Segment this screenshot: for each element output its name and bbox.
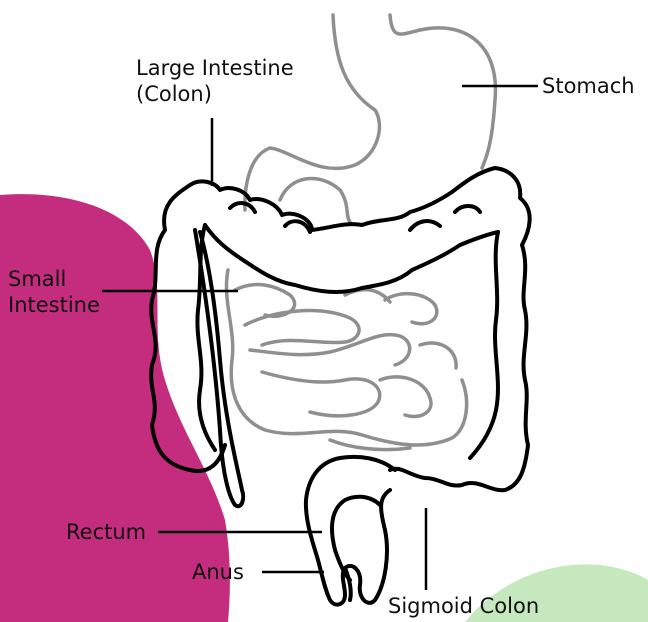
anus-label: Anus	[192, 559, 244, 585]
sigmoid-colon-label: Sigmoid Colon	[388, 593, 539, 619]
stomach-label: Stomach	[542, 73, 635, 99]
small-intestine-shape	[226, 270, 466, 450]
magenta-background-blob	[0, 194, 230, 622]
large-intestine-shape	[151, 168, 530, 506]
small-intestine-label: Small Intestine	[8, 266, 100, 318]
large-intestine-label-line2: (Colon)	[136, 81, 294, 107]
small-intestine-label-line2: Intestine	[8, 292, 100, 318]
small-intestine-label-line1: Small	[8, 266, 100, 292]
large-intestine-label: Large Intestine (Colon)	[136, 55, 294, 107]
rectum-label: Rectum	[66, 519, 146, 545]
stomach-shape	[245, 15, 496, 222]
rectum-shape	[306, 457, 395, 605]
large-intestine-label-line1: Large Intestine	[136, 55, 294, 81]
